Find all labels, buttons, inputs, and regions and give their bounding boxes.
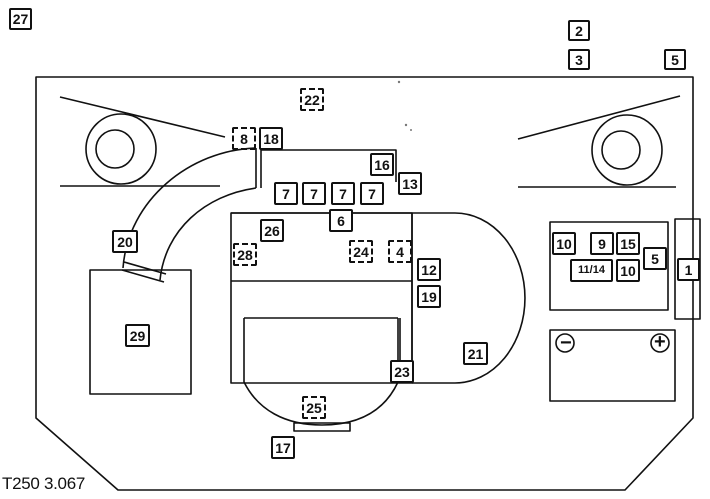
battery-minus-terminal [555,333,575,353]
callout-21: 21 [463,342,488,365]
left-wheel-inner [95,129,135,169]
sump-plate [293,422,351,432]
callout-26: 26 [260,219,284,242]
callout-7b: 7 [302,182,326,205]
left-wheel-outer [85,113,157,185]
callout-9: 9 [590,232,614,255]
callout-18: 18 [259,127,283,150]
engine-top [261,149,397,182]
right-wheel-mount [517,95,681,188]
hose-clamp [121,261,167,283]
right-tank [412,212,526,384]
left-wheel-mount [59,96,226,187]
body-outline [35,76,694,491]
callout-29: 29 [125,324,150,347]
engine-sump [243,318,399,426]
right-wheel-outer [591,114,663,186]
figure-caption: T250 3.067 [2,474,86,493]
callout-16: 16 [370,153,394,176]
callout-17: 17 [271,436,295,459]
callout-13: 13 [398,172,422,195]
callout-7a: 7 [274,182,298,205]
callout-1: 1 [677,258,700,281]
callout-7d: 7 [360,182,384,205]
callout-25: 25 [302,396,326,419]
callout-22: 22 [300,88,324,111]
callout-15: 15 [616,232,640,255]
callout-11-14: 11/14 [570,259,613,282]
battery-plus-terminal [650,333,670,353]
callout-6: 6 [329,209,353,232]
callout-7c: 7 [331,182,355,205]
hose-inner [159,187,257,281]
callout-12: 12 [417,258,441,281]
callout-19: 19 [417,285,441,308]
battery-minus-sign: − [560,332,572,354]
right-wheel-inner [601,130,641,170]
callout-27: 27 [9,8,32,30]
engine-block [230,212,413,384]
callout-8: 8 [232,127,256,150]
callout-10b: 10 [616,259,640,282]
callout-5-top: 5 [664,49,686,70]
engine-mid [231,212,413,383]
battery-box [549,329,676,402]
callout-4: 4 [388,240,412,263]
callout-24: 24 [349,240,373,263]
callout-20: 20 [112,230,138,253]
side-bracket [674,218,701,320]
battery-plus-sign: + [654,331,666,353]
callout-5-relay: 5 [643,247,667,270]
callout-3: 3 [568,49,590,70]
callout-23: 23 [390,360,414,383]
relay-box [549,221,669,311]
callout-28: 28 [233,243,257,266]
callout-10a: 10 [552,232,576,255]
callout-2: 2 [568,20,590,41]
left-tank [89,269,192,395]
